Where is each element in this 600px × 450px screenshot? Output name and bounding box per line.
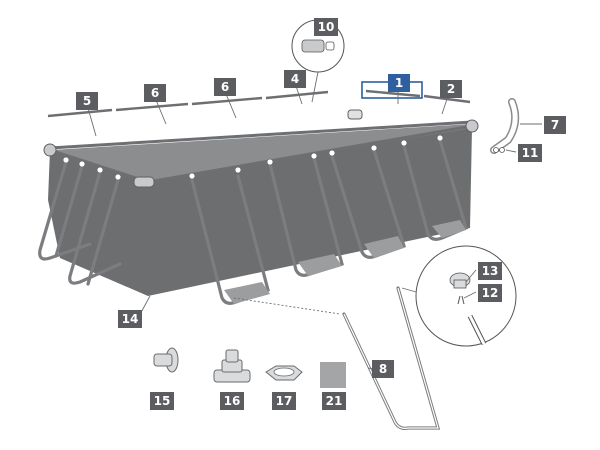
leg-shadow-3: [364, 236, 404, 258]
beam-6b: [191, 96, 263, 106]
leg-shadow-1: [224, 282, 270, 304]
label-21: 21: [322, 392, 346, 410]
corner-joint-right: [465, 119, 479, 133]
label-1: 1: [388, 74, 410, 92]
part-16-plunger: [213, 349, 251, 383]
leg-shadow-4: [432, 220, 466, 238]
leg-shadow-2: [298, 254, 342, 276]
label-13-text: 13: [482, 264, 499, 278]
label-6b: 6: [214, 78, 236, 96]
beam-4: [265, 90, 329, 100]
pool-legs: [38, 134, 468, 305]
leg-left-3: [86, 178, 120, 286]
label-13: 13: [478, 262, 502, 280]
label-15-text: 15: [154, 394, 171, 408]
elbow-pipe-7-inner: [491, 99, 518, 153]
skimmer-connector: [347, 109, 363, 120]
connector-11: [493, 147, 505, 153]
label-6a-text: 6: [151, 86, 159, 100]
leg-left-1: [38, 160, 92, 261]
corner-joint-front: [133, 176, 155, 188]
corner-joint-left: [43, 143, 57, 157]
label-17: 17: [272, 392, 296, 410]
label-12-text: 12: [482, 286, 499, 300]
label-16: 16: [220, 392, 244, 410]
label-2: 2: [440, 80, 462, 98]
label-15: 15: [150, 392, 174, 410]
label-5: 5: [76, 92, 98, 110]
label-4: 4: [284, 70, 306, 88]
label-7-text: 7: [551, 118, 559, 132]
leg-left-2: [54, 164, 122, 285]
part-17-nut: [265, 365, 303, 381]
pool-wall-front: [148, 128, 472, 296]
label-4-text: 4: [291, 72, 299, 86]
label-11: 11: [518, 144, 542, 162]
leg-front-4: [402, 138, 468, 241]
label-8-text: 8: [379, 362, 387, 376]
beam-1: [365, 89, 421, 98]
label-2-text: 2: [447, 82, 455, 96]
top-rail-back: [49, 120, 473, 150]
label-8: 8: [372, 360, 394, 378]
beam-6a: [115, 102, 189, 112]
label-10-text: 10: [318, 20, 335, 34]
pool-wall-left: [48, 150, 148, 296]
label-14-text: 14: [122, 312, 139, 326]
label-10: 10: [314, 18, 338, 36]
label-6a: 6: [144, 84, 166, 102]
label-1-text: 1: [395, 76, 403, 90]
label-5-text: 5: [83, 94, 91, 108]
label-16-text: 16: [224, 394, 241, 408]
part-15-strainer: [153, 347, 179, 373]
label-11-text: 11: [522, 146, 539, 160]
part-21-patch: [320, 362, 346, 388]
label-14: 14: [118, 310, 142, 328]
leg-part-8: [233, 286, 441, 430]
label-6b-text: 6: [221, 80, 229, 94]
beam-5: [47, 108, 113, 118]
leg-clips: [62, 134, 444, 181]
pool-liner-top: [52, 124, 470, 182]
label-7: 7: [544, 116, 566, 134]
label-12: 12: [478, 284, 502, 302]
label-17-text: 17: [276, 394, 293, 408]
label-21-text: 21: [326, 394, 343, 408]
